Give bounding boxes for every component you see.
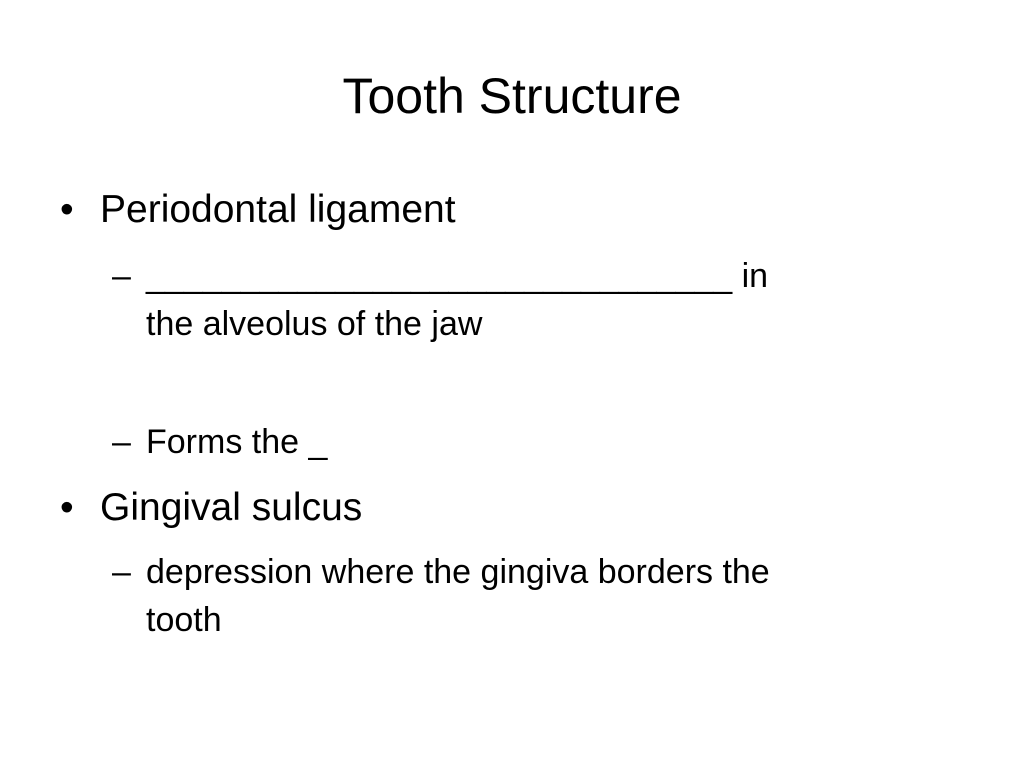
sub-bullet-line-1: depression where the gingiva borders the [146,553,770,591]
sub-bullet-text: depression where the gingiva borders the… [146,548,926,644]
bullet-marker: • [60,188,74,231]
bullet-text: Gingival sulcus [100,486,363,529]
sub-bullet-text: Forms the _ [146,423,328,461]
sub-bullet-marker: – [112,423,131,461]
bullet-marker: • [60,486,74,529]
sub-bullet-line-2: tooth [146,601,222,639]
bullet-text: Periodontal ligament [100,188,456,231]
sub-bullet-line-1: _______________________________ in [146,257,769,295]
sub-bullet-text: _______________________________ in the a… [146,252,926,348]
slide-title: Tooth Structure [342,68,682,124]
sub-bullet-line-2: the alveolus of the jaw [146,305,483,343]
sub-bullet-marker: – [112,257,131,295]
sub-bullet-marker: – [112,553,131,591]
